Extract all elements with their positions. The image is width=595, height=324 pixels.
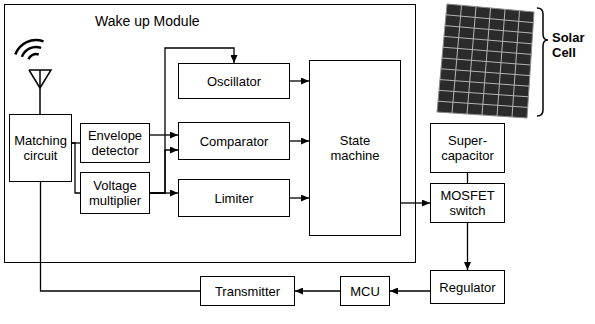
- process-box: MOSFET switch: [430, 183, 505, 223]
- box-label: State machine: [314, 133, 396, 163]
- signal-connector: [150, 134, 178, 135]
- signal-connector: [467, 173, 468, 183]
- box-label: Oscillator: [183, 74, 285, 89]
- signal-connector: [467, 223, 468, 270]
- process-box: Matching circuit: [9, 114, 72, 182]
- box-label: Transmitter: [205, 284, 290, 299]
- part-label: Solar Cell: [552, 30, 594, 60]
- solar-panel: [437, 4, 534, 118]
- box-label: Limiter: [183, 191, 285, 206]
- signal-connector: [290, 80, 309, 81]
- box-label: Regulator: [435, 280, 500, 295]
- curly-bracket: [537, 8, 548, 116]
- box-label: Super- capacitor: [435, 133, 500, 163]
- signal-connector: [72, 143, 80, 193]
- process-box: Envelope detector: [80, 123, 150, 163]
- process-box: Oscillator: [178, 63, 290, 99]
- box-label: MOSFET switch: [435, 188, 500, 218]
- process-box: Regulator: [430, 270, 505, 304]
- process-box: State machine: [309, 60, 401, 236]
- antenna-symbol: [15, 40, 51, 114]
- signal-connector: [150, 150, 178, 193]
- process-box: MCU: [340, 276, 390, 306]
- process-box: Limiter: [178, 179, 290, 217]
- signal-connector: [295, 290, 340, 291]
- signal-connector: [290, 197, 309, 198]
- box-label: Voltage multiplier: [85, 178, 145, 208]
- box-label: Comparator: [183, 134, 285, 149]
- signal-connector: [390, 290, 430, 291]
- box-label: Envelope detector: [85, 128, 145, 158]
- process-box: Super- capacitor: [430, 123, 505, 173]
- box-label: Wake up Module: [95, 14, 200, 29]
- signal-connector: [290, 140, 309, 141]
- process-box: Comparator: [178, 122, 290, 160]
- module-frame: Wake up ModuleMatching circuit Envelope d…: [4, 4, 416, 263]
- process-box: Voltage multiplier: [80, 172, 150, 214]
- process-box: Transmitter: [200, 276, 295, 306]
- box-label: MCU: [345, 284, 385, 299]
- box-label: Matching circuit: [14, 133, 67, 163]
